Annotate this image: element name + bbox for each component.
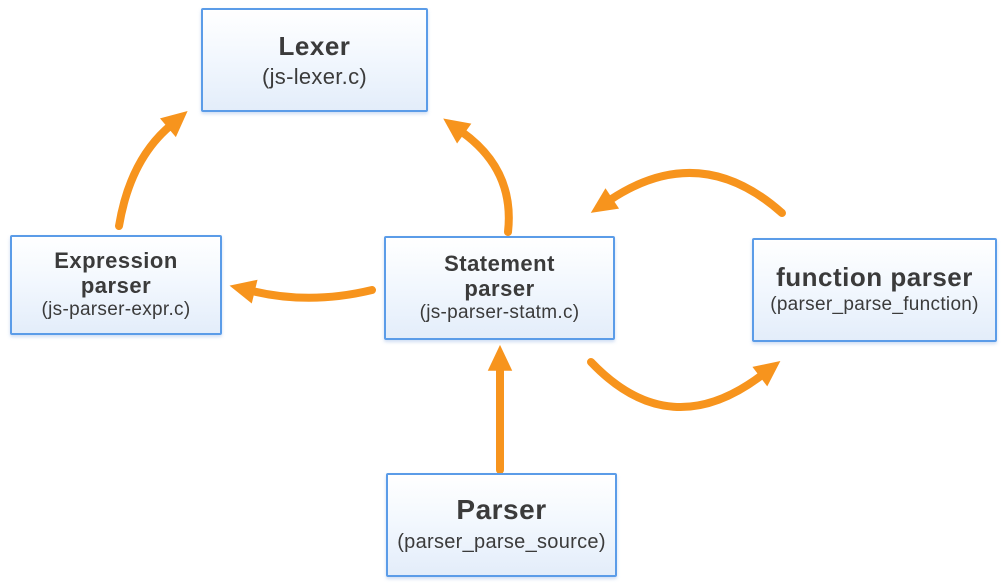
lexer-subtitle: (js-lexer.c)	[261, 63, 368, 89]
parser-title: Parser	[456, 494, 547, 526]
function-parser-subtitle: (parser_parse_function)	[770, 294, 979, 316]
node-expression-parser: Expression parser (js-parser-expr.c)	[10, 235, 222, 335]
edge-statement-to-lexer-arrow	[443, 118, 513, 236]
statement-parser-title-line1: Statement	[444, 250, 555, 276]
edge-expression-to-lexer-arrow	[115, 111, 188, 230]
edge-statement-to-expression-arrow	[229, 279, 376, 304]
node-lexer: Lexer (js-lexer.c)	[201, 8, 428, 112]
node-function-parser: function parser (parser_parse_function)	[752, 238, 997, 342]
lexer-title: Lexer	[278, 31, 351, 61]
function-parser-title: function parser	[776, 262, 973, 293]
node-parser: Parser (parser_parse_source)	[386, 473, 617, 577]
statement-parser-subtitle: (js-parser-statm.c)	[419, 302, 580, 324]
parser-subtitle: (parser_parse_source)	[397, 530, 606, 553]
edge-function-to-statement-arrow	[590, 168, 786, 217]
expression-parser-subtitle: (js-parser-expr.c)	[41, 299, 191, 321]
node-statement-parser: Statement parser (js-parser-statm.c)	[384, 236, 615, 340]
statement-parser-title-line2: parser	[464, 276, 535, 302]
expression-parser-title-line2: parser	[80, 273, 152, 299]
expression-parser-title-line1: Expression	[54, 247, 178, 273]
edge-statement-to-function-arrow	[587, 358, 781, 412]
